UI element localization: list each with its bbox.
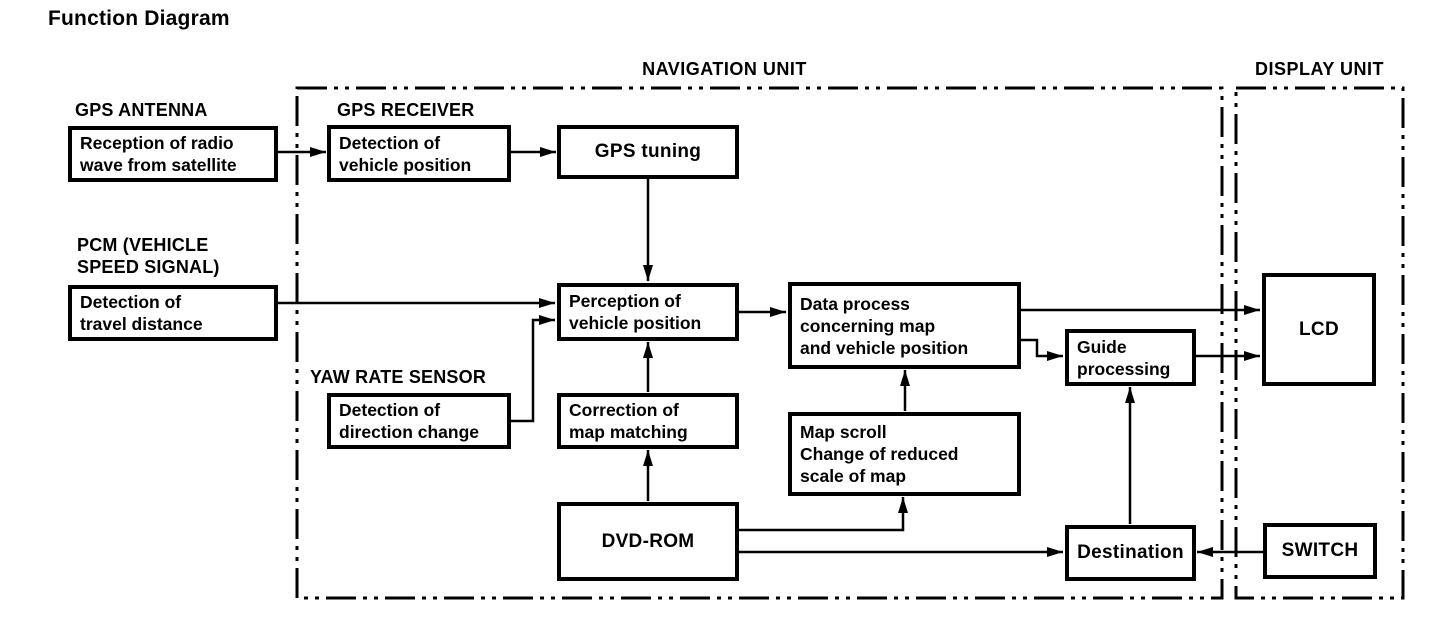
node-data-process: Data process concerning map and vehicle … (788, 282, 1021, 369)
connector-yaw-to-perception (511, 315, 555, 423)
connector-dataprocess-to-guide (1021, 338, 1063, 361)
node-label: Perception of vehicle position (569, 291, 702, 333)
node-detection-vehicle-position: Detection of vehicle position (327, 125, 511, 182)
node-switch: SWITCH (1263, 523, 1377, 579)
node-destination: Destination (1065, 525, 1196, 581)
node-label: LCD (1299, 318, 1339, 340)
node-label: Detection of direction change (339, 400, 480, 442)
navigation-unit-boundary (295, 86, 1224, 600)
node-correction-map-matching: Correction of map matching (557, 393, 739, 449)
node-lcd: LCD (1262, 273, 1376, 386)
pcm-label: PCM (VEHICLE SPEED SIGNAL) (77, 235, 220, 277)
node-label: DVD-ROM (601, 530, 695, 552)
gps-receiver-label: GPS RECEIVER (337, 100, 475, 120)
node-label: Reception of radio wave from satellite (80, 133, 237, 175)
gps-antenna-label: GPS ANTENNA (75, 100, 208, 120)
node-perception-vehicle-position: Perception of vehicle position (557, 283, 739, 341)
display-unit-label: DISPLAY UNIT (1254, 59, 1385, 79)
node-label: Detection of travel distance (80, 292, 203, 334)
node-label: Data process concerning map and vehicle … (800, 293, 969, 358)
navigation-unit-label: NAVIGATION UNIT (642, 59, 807, 79)
node-label: Correction of map matching (569, 400, 688, 442)
display-unit-boundary (1234, 86, 1405, 600)
node-label: Guide processing (1077, 336, 1171, 379)
node-gps-tuning: GPS tuning (557, 125, 739, 179)
node-label: Detection of vehicle position (339, 132, 472, 175)
node-map-scroll: Map scroll Change of reduced scale of ma… (788, 412, 1021, 496)
node-dvd-rom: DVD-ROM (557, 502, 739, 581)
node-label: Map scroll Change of reduced scale of ma… (800, 422, 959, 486)
node-detection-travel-distance: Detection of travel distance (68, 285, 278, 341)
node-reception-radio-wave: Reception of radio wave from satellite (68, 126, 278, 182)
node-label: SWITCH (1281, 540, 1359, 561)
node-detection-direction-change: Detection of direction change (327, 393, 511, 449)
node-guide-processing: Guide processing (1065, 329, 1196, 386)
connector-dvdrom-to-mapscroll (739, 497, 908, 532)
node-label: Destination (1077, 542, 1184, 563)
yaw-rate-sensor-label: YAW RATE SENSOR (310, 367, 487, 387)
node-label: GPS tuning (594, 141, 702, 162)
page-title: Function Diagram (48, 7, 230, 30)
